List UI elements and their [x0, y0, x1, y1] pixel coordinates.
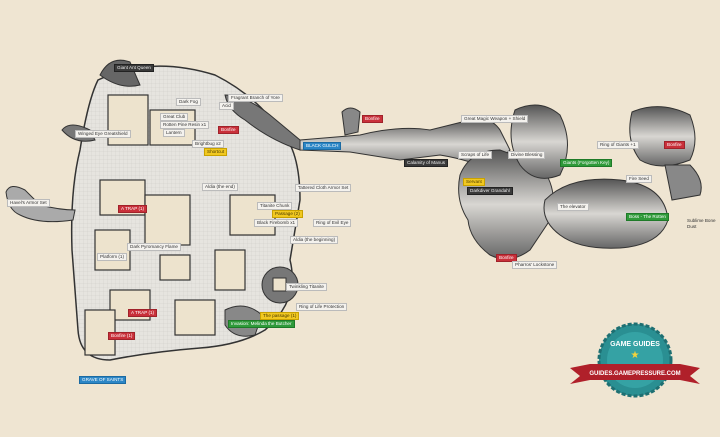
map-label[interactable]: Scraps of Life [458, 151, 493, 159]
bonfire-marker[interactable]: Bonfire [496, 254, 517, 262]
map-label[interactable]: Tattered Cloth Armor Set [295, 184, 352, 192]
area-label[interactable]: GRAVE OF SAINTS [79, 376, 127, 384]
bonfire-marker[interactable]: Bonfire (1) [108, 332, 136, 340]
bonfire-marker[interactable]: Bonfire [664, 141, 685, 149]
npc-marker[interactable]: Giants (Forgotten Key) [560, 159, 613, 167]
bonfire-marker[interactable]: Bonfire [218, 126, 239, 134]
shortcut-marker[interactable]: Servant [463, 178, 485, 186]
bonfire-cave [341, 107, 361, 136]
shortcut-marker[interactable]: Passage (2) [272, 210, 303, 218]
trap-marker[interactable]: A TRAP (1) [118, 205, 148, 213]
map-label[interactable]: Dark Pyromancy Flame [127, 243, 181, 251]
map-label[interactable]: Aldia (the end) [202, 183, 238, 191]
map-label[interactable]: Great Club [160, 113, 189, 121]
map-label[interactable]: Black Firebomb x1 [254, 219, 299, 227]
map-label[interactable]: The elevator [557, 203, 589, 211]
boss-marker[interactable]: Boss - The Rotten [626, 213, 669, 221]
bonfire-marker[interactable]: Bonfire [362, 115, 383, 123]
map-label[interactable]: Divine Blessing [508, 151, 546, 159]
map-label[interactable]: Rotten Pine Resin x1 [160, 121, 210, 129]
shortcut-marker[interactable]: Shortcut [204, 148, 228, 156]
game-guides-badge: GAME GUIDES ★ GUIDES.GAMEPRESSURE.COM [570, 322, 700, 398]
map-label[interactable]: Giant Ant Queen [114, 64, 154, 72]
map-label[interactable]: Great Magic Weapon + Shield [461, 115, 529, 123]
rotten-cavern [543, 178, 669, 249]
map-label[interactable]: Fragrant Branch of Yore [228, 94, 283, 102]
map-label[interactable]: Twinkling Titanite [286, 283, 327, 291]
map-label[interactable]: Platform (1) [97, 253, 127, 261]
havels-cave [5, 186, 76, 223]
map-rooms [84, 94, 276, 356]
map-label[interactable]: Sublime Bone Dust [687, 218, 716, 229]
map-label[interactable]: Pharros' Lockstone [512, 261, 558, 269]
map-label[interactable]: Winged Eye Greatshield [75, 130, 131, 138]
map-label[interactable]: Ring of Evil Eye [313, 219, 352, 227]
area-label[interactable]: BLACK GULCH [303, 142, 342, 150]
shortcut-marker[interactable]: The passage (1) [260, 312, 300, 320]
map-label[interactable]: Darkdiver Grandahl [467, 187, 513, 195]
star-icon: ★ [631, 350, 640, 361]
map-label[interactable]: Dark Fog [176, 98, 201, 106]
map-label[interactable]: Acid [219, 102, 234, 110]
map-label[interactable]: Ring of Giants +1 [597, 141, 639, 149]
trap-marker[interactable]: A TRAP (1) [128, 309, 158, 317]
map-label[interactable]: Titanite Chunk [257, 202, 293, 210]
map-label[interactable]: Fire Seed [626, 175, 652, 183]
map-label[interactable]: Aldia (the beginning) [290, 236, 339, 244]
map-label[interactable]: Calamity of Manus [404, 159, 449, 167]
map-label[interactable]: Ring of Life Protection [296, 303, 348, 311]
npc-marker[interactable]: Invasion: Melinda the Butcher [228, 320, 295, 328]
ring-of-giants-cavern [629, 106, 696, 167]
map-label[interactable]: Brightbug x2 [192, 140, 224, 148]
badge-title: GAME GUIDES [610, 341, 660, 348]
badge-url[interactable]: GUIDES.GAMEPRESSURE.COM [589, 371, 680, 377]
map-label[interactable]: Havel's Armor Set [7, 199, 50, 207]
east-connector [664, 164, 702, 201]
map-label[interactable]: Lantern [163, 129, 185, 137]
